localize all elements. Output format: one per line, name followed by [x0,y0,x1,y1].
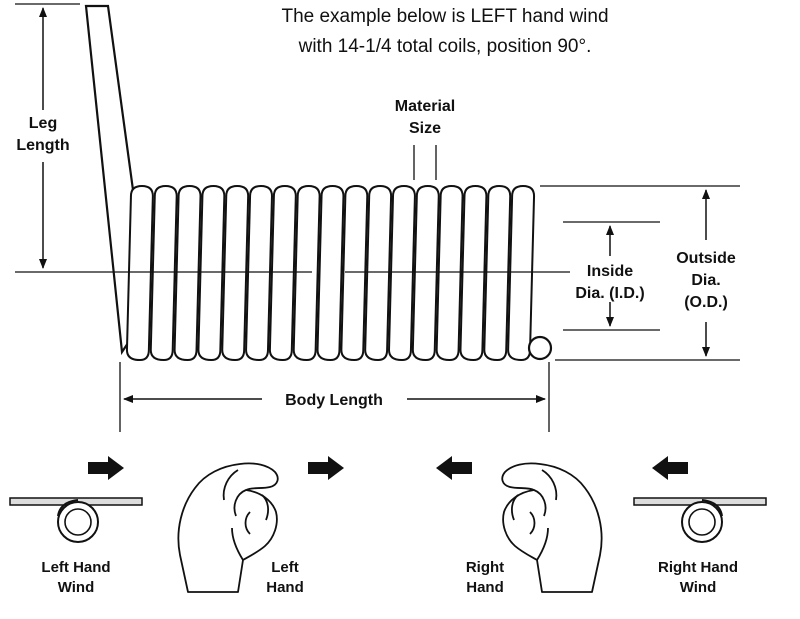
caption-right-hand-wind-1: Right Hand [658,559,738,576]
leg-length-label-1: Leg [29,115,57,132]
left-hand-wind-icon [9,497,143,543]
caption-left-hand-2: Hand [266,579,304,596]
spring-leg [84,4,135,356]
coil-loop [507,184,536,362]
caption-left-hand-wind-2: Wind [58,579,95,596]
spring-coils [125,184,536,362]
od-label-2: Dia. [691,272,720,289]
header-line-1: The example below is LEFT hand wind [281,6,608,27]
coil-loop [173,184,202,362]
od-label-1: Outside [676,250,736,267]
coil-loop [221,184,250,362]
right-hand-wind-icon [633,497,767,543]
coil-loop [364,184,393,362]
id-label-1: Inside [587,263,633,280]
coil-loop [388,184,416,362]
right-hand-icon [501,462,603,593]
coil-loop [435,184,464,362]
coil-loop [483,184,512,362]
coil-loop [459,184,488,362]
body-length-label: Body Length [285,392,383,409]
coil-loop [292,184,321,362]
arrow-right-icon [88,456,124,480]
material-size-label-1: Material [395,98,455,115]
caption-right-hand-wind-2: Wind [680,579,717,596]
caption-left-hand-wind-1: Left Hand [41,559,110,576]
leg-length-label-2: Length [16,137,69,154]
arrow-left-icon [652,456,688,480]
material-size-label-2: Size [409,120,441,137]
coil-loop [197,184,226,362]
od-label-3: (O.D.) [684,294,728,311]
coil-loop [245,184,273,362]
coil-loop [411,184,440,362]
coil-loop [316,184,345,362]
id-label-2: Dia. (I.D.) [575,285,644,302]
caption-right-hand-1: Right [466,559,504,576]
arrow-right-icon [308,456,344,480]
spring-end-coil [527,335,553,361]
left-hand-icon [177,462,279,593]
coil-loop [340,184,369,362]
coil-loop [149,184,178,362]
caption-left-hand-1: Left [271,559,299,576]
coil-loop [125,184,154,362]
header-line-2: with 14-1/4 total coils, position 90°. [298,36,592,57]
coil-loop [268,184,297,362]
arrow-left-icon [436,456,472,480]
caption-right-hand-2: Hand [466,579,504,596]
